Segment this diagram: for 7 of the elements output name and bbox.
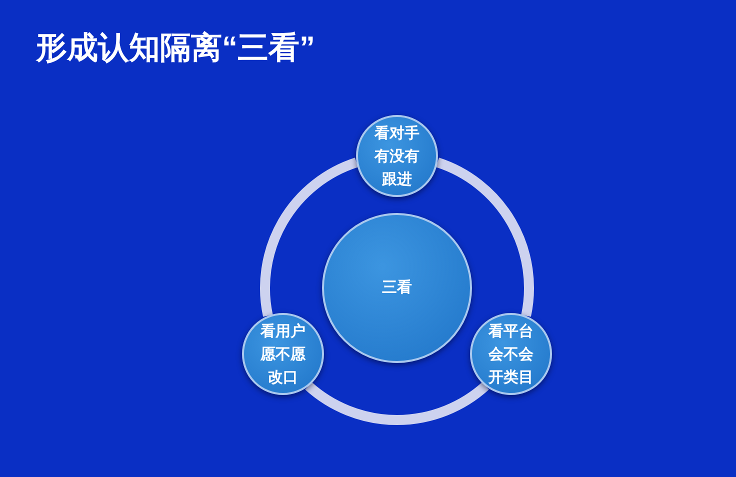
- ring-connector: [260, 158, 358, 316]
- node-label: 看平台会不会开类目: [487, 322, 534, 388]
- ring-connector: [305, 382, 489, 425]
- node-label: 看用户愿不愿改口: [259, 322, 306, 388]
- node-label: 看对手有没有跟进: [373, 124, 420, 190]
- node-label: 三看: [382, 278, 412, 298]
- slide-title: 形成认知隔离“三看”: [36, 29, 315, 67]
